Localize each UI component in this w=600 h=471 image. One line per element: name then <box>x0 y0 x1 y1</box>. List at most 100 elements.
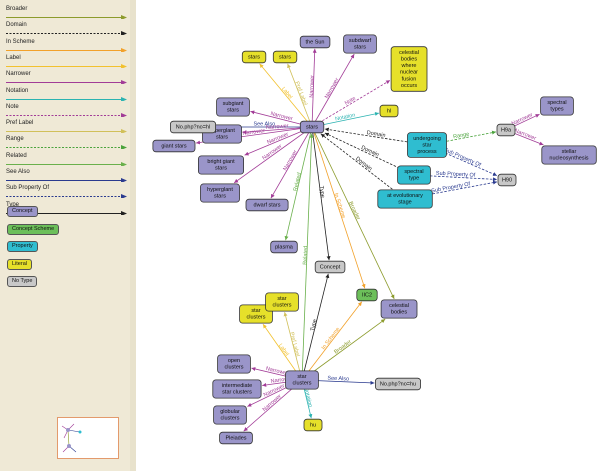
node-box[interactable] <box>216 97 250 117</box>
node-stars-top[interactable]: stars <box>241 50 267 64</box>
graph-minimap[interactable] <box>57 417 119 459</box>
legend-relation-label: Sub Property Of <box>6 185 50 192</box>
node-box[interactable] <box>198 155 245 175</box>
node-label-line: clusters <box>273 303 292 309</box>
edge-broader[interactable] <box>311 126 395 300</box>
node-box[interactable] <box>239 304 273 324</box>
node-nophp-hu[interactable]: No.php?no=hu <box>374 377 421 391</box>
edge-note[interactable] <box>311 79 391 128</box>
node-the-sun[interactable]: the Sun <box>299 35 331 49</box>
node-box[interactable] <box>377 189 433 209</box>
node-box[interactable] <box>285 370 319 390</box>
sidebar-resize-handle[interactable] <box>130 0 136 471</box>
node-box[interactable] <box>299 35 331 49</box>
node-box[interactable] <box>379 104 399 118</box>
node-box[interactable] <box>272 50 298 64</box>
node-box[interactable] <box>270 240 298 254</box>
edge-broader[interactable] <box>301 318 386 381</box>
node-stars-main[interactable]: stars <box>299 120 325 134</box>
edge-type[interactable] <box>311 126 331 261</box>
node-box[interactable] <box>265 292 299 312</box>
node-plasma[interactable]: plasma <box>270 240 298 254</box>
node-box[interactable] <box>314 260 346 274</box>
node-nophp-hl[interactable]: No.php?no=hl <box>170 120 217 134</box>
node-label-line: stellar <box>562 149 577 155</box>
node-box[interactable] <box>200 183 240 203</box>
node-box[interactable] <box>541 145 597 165</box>
legend-node-type-property: Property <box>7 241 38 252</box>
node-label-line: hyperglant <box>207 187 233 193</box>
edge-sub-property-of[interactable] <box>404 180 498 200</box>
edge-pref-label[interactable] <box>287 63 313 128</box>
edge-narrower[interactable] <box>233 126 313 184</box>
node-box[interactable] <box>299 120 325 134</box>
node-giant[interactable]: giant stars <box>152 139 196 153</box>
node-box[interactable] <box>303 418 323 432</box>
node-label-line: star clusters <box>222 390 252 396</box>
legend-relation-range: Range <box>6 136 127 150</box>
node-dwarf[interactable]: dwarf stars <box>245 198 289 212</box>
node-box[interactable] <box>374 377 421 391</box>
node-box[interactable] <box>212 379 262 399</box>
node-box[interactable] <box>390 46 428 92</box>
edge-in-scheme[interactable] <box>301 301 363 381</box>
node-box[interactable] <box>245 198 289 212</box>
node-box[interactable] <box>219 431 253 445</box>
node-hl[interactable]: hl <box>379 104 399 118</box>
edge-label: Narrower <box>282 149 299 172</box>
node-box[interactable] <box>380 299 418 319</box>
node-pleiades[interactable]: Pleiades <box>219 431 253 445</box>
node-box[interactable] <box>496 123 516 137</box>
edge-narrower[interactable] <box>270 126 313 199</box>
node-box[interactable] <box>241 50 267 64</box>
edge-related[interactable] <box>301 133 314 381</box>
legend-relation-line <box>6 112 127 117</box>
node-box[interactable] <box>540 96 574 116</box>
node-label-line: where <box>401 63 417 69</box>
edge-domain[interactable] <box>320 133 406 200</box>
edge-in-scheme[interactable] <box>311 126 366 289</box>
legend-node-type-no-type: No Type <box>7 276 38 287</box>
node-box[interactable] <box>213 405 247 425</box>
node-box[interactable] <box>397 165 431 185</box>
node-box[interactable] <box>217 354 251 374</box>
node-box[interactable] <box>407 132 447 158</box>
node-box[interactable] <box>343 34 377 54</box>
node-box[interactable] <box>356 288 378 302</box>
node-box[interactable] <box>170 120 217 134</box>
node-ic2[interactable]: IIC2 <box>356 288 378 302</box>
node-box[interactable] <box>152 139 196 153</box>
edge-narrower[interactable] <box>311 53 355 128</box>
edge-narrower[interactable] <box>311 48 317 128</box>
node-h90[interactable]: H90 <box>497 173 517 187</box>
edge-type[interactable] <box>301 273 330 381</box>
edge-pref-label[interactable] <box>283 312 303 381</box>
node-h9a[interactable]: H9a <box>496 123 516 137</box>
node-box[interactable] <box>497 173 517 187</box>
edge-related[interactable] <box>284 126 313 241</box>
node-stars-top2[interactable]: stars <box>272 50 298 64</box>
edge-label: Sub Property Of <box>443 147 482 168</box>
edge-label: Domain <box>360 145 380 158</box>
edge-label[interactable] <box>259 63 313 128</box>
node-hu[interactable]: hu <box>303 418 323 432</box>
node-concept[interactable]: Concept <box>314 260 346 274</box>
